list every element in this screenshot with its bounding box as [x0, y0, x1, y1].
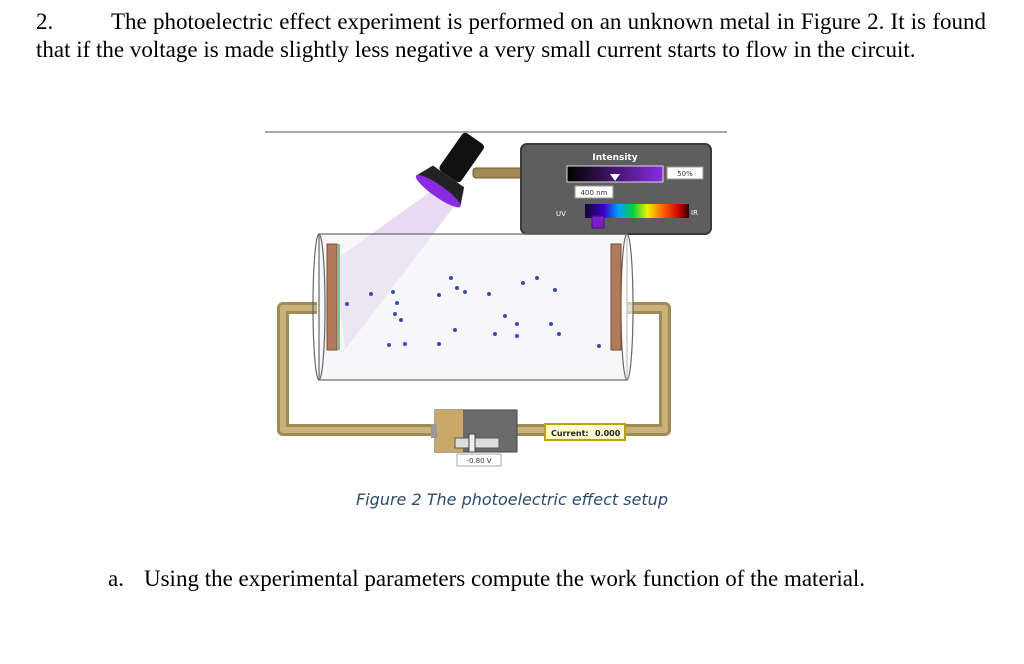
intensity-label: Intensity	[592, 153, 637, 163]
ammeter	[544, 423, 626, 441]
photoelectric-figure: Intensity 50% 400 nm UV IR	[255, 120, 735, 480]
current-label: Current:	[551, 429, 589, 438]
voltage-value-box	[456, 453, 502, 467]
metal-plate-edge	[337, 244, 340, 350]
voltage-value: -0.80 V	[466, 457, 491, 465]
intensity-value-box	[666, 166, 704, 180]
lamp	[415, 132, 484, 208]
tube-right-end	[620, 233, 634, 381]
subquestion-letter: a.	[108, 566, 124, 591]
subquestion-text: Using the experimental parameters comput…	[144, 566, 866, 591]
wavelength-spectrum[interactable]	[585, 204, 689, 218]
lamp-body	[439, 132, 484, 183]
uv-label: UV	[556, 210, 566, 218]
lamp-arm	[472, 167, 524, 179]
intensity-value: 50%	[677, 170, 693, 178]
vacuum-tube	[318, 233, 628, 381]
metal-plate	[326, 243, 338, 351]
question-number: 2.	[36, 9, 54, 34]
question-text: The photoelectric effect experiment is p…	[36, 9, 986, 62]
voltage-slider[interactable]	[454, 437, 500, 449]
ir-label: IR	[691, 209, 698, 217]
wavelength-value: 400 nm	[581, 189, 608, 197]
lamp-lens	[415, 174, 461, 208]
wire-left-highlight	[280, 305, 435, 433]
photoelectric-diagram: Intensity 50% 400 nm UV IR	[265, 131, 727, 467]
subquestion-a: a. Using the experimental parameters comp…	[108, 566, 865, 592]
question-paragraph: 2.The photoelectric effect experiment is…	[36, 8, 986, 64]
voltage-slider-thumb[interactable]	[468, 433, 476, 453]
collector-plate	[610, 243, 622, 351]
wavelength-slider-thumb[interactable]	[591, 215, 605, 229]
electrons	[345, 276, 601, 348]
tube-left-end	[312, 233, 326, 381]
intensity-slider-thumb[interactable]	[610, 174, 620, 181]
figure-caption: Figure 2 The photoelectric effect setup	[356, 490, 668, 509]
wavelength-value-box	[574, 185, 614, 199]
battery-terminal	[431, 424, 437, 438]
current-value: 0.000	[595, 429, 621, 438]
